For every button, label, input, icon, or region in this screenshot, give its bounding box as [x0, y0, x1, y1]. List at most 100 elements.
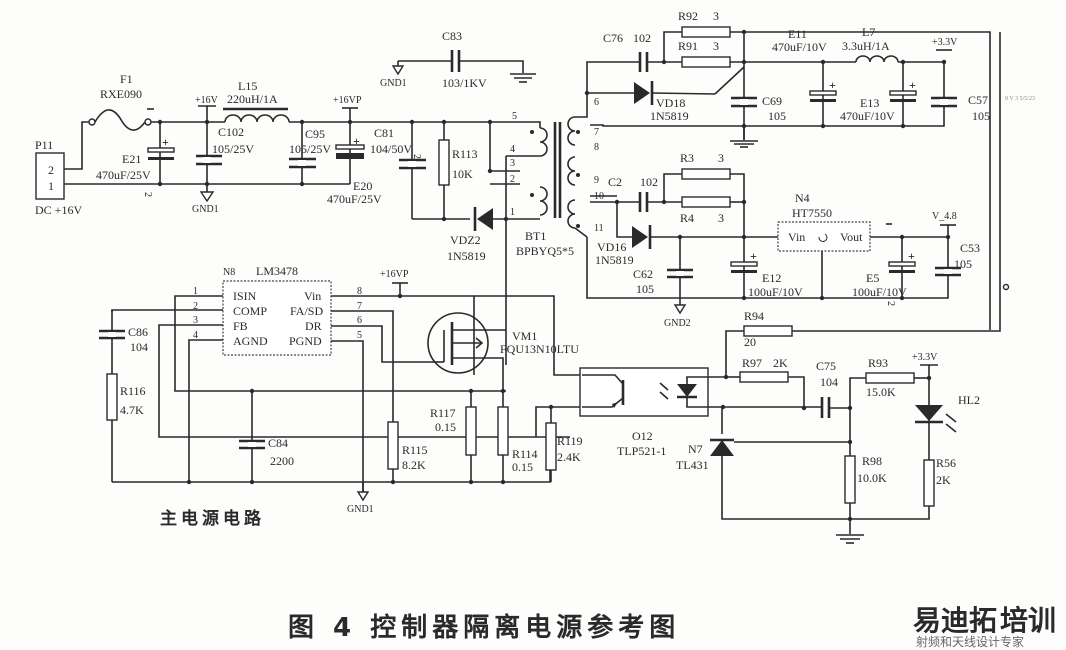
- pin2-mark: 2: [142, 192, 153, 197]
- vdz2-value: 1N5819: [447, 249, 486, 263]
- e12-value: 100uF/10V: [748, 285, 803, 299]
- c102-ref: C102: [218, 125, 244, 139]
- watermark: 易迪拓 培训 射频和天线设计专家: [913, 604, 1056, 649]
- n4-pin-out: Vout: [840, 230, 863, 244]
- vd16-ref: VD16: [597, 240, 626, 254]
- p11-pin2: 2: [48, 163, 54, 177]
- l7-ref: L7: [862, 25, 875, 39]
- r119-value: 2.4K: [557, 450, 581, 464]
- vm1-value: FQU13N10LTU: [500, 342, 579, 356]
- r98-value: 10.0K: [857, 471, 887, 485]
- inductor-l15: [224, 114, 290, 123]
- r94-ref: R94: [744, 309, 764, 323]
- e13-ref: E13: [860, 96, 879, 110]
- watermark-tagline: 射频和天线设计专家: [916, 634, 1024, 649]
- n8-pinnum-3: 3: [193, 315, 198, 326]
- net-16v: +16V: [195, 95, 219, 106]
- resistor-r98: [844, 455, 856, 504]
- vd18-ref: VD18: [656, 96, 685, 110]
- p11-label: DC +16V: [35, 203, 82, 217]
- net-3v3-b: +3.3V: [912, 352, 938, 363]
- n8-pin-agnd: AGND: [233, 334, 268, 348]
- e12-ref: E12: [762, 271, 781, 285]
- n8-value: LM3478: [256, 264, 298, 278]
- r115-value: 8.2K: [402, 458, 426, 472]
- c62-ref: C62: [633, 267, 653, 281]
- r93-value: 15.0K: [866, 385, 896, 399]
- o12-ref: O12: [632, 429, 653, 443]
- e5-ref: E5: [866, 271, 879, 285]
- resistor-r97: [739, 371, 789, 383]
- e5-value: 100uF/10V: [852, 285, 907, 299]
- n8-pinnum-5: 5: [357, 330, 362, 341]
- output-3v3-section: R92 3 R91 3 C76 102 VD18 1N5819 C69 105: [575, 9, 1035, 330]
- r91-value: 3: [713, 39, 719, 53]
- r114-ref: R114: [512, 447, 538, 461]
- n8-pin-isin: ISIN: [233, 289, 257, 303]
- l7-value: 3.3uH/1A: [842, 39, 890, 53]
- n4-pin-in: Vin: [788, 230, 805, 244]
- c53-ref: C53: [960, 241, 980, 255]
- l15-value: 220uH/1A: [227, 92, 278, 106]
- c69-value: 105: [768, 109, 786, 123]
- p11-ref: P11: [35, 138, 53, 152]
- bt1-pin5: 5: [512, 111, 517, 122]
- f1-value: RXE090: [100, 87, 142, 101]
- resistor-r91: [681, 56, 731, 68]
- bt1-pin3: 3: [510, 158, 515, 169]
- n8-pin-pgnd: PGND: [289, 334, 322, 348]
- transformer-bt1: 5 4 3 2 1 6 7 8 9 10 11 BT1 BPBYQ5*5: [487, 97, 604, 365]
- r97-ref: R97: [742, 356, 762, 370]
- c2-value: 102: [640, 175, 658, 189]
- resistor-r114: [497, 406, 509, 456]
- c2-ref: C2: [608, 175, 622, 189]
- faint-note: 9 V 3 5/5/23: [1005, 96, 1035, 102]
- r113-ref: R113: [452, 147, 478, 161]
- pin2-mark-c: 2: [885, 301, 896, 306]
- n8-pinnum-4: 4: [193, 330, 198, 341]
- r116-ref: R116: [120, 384, 146, 398]
- c86-value: 104: [130, 340, 148, 354]
- r92-ref: R92: [678, 9, 698, 23]
- vm1-ref: VM1: [512, 329, 537, 343]
- diode-vd18: [634, 82, 650, 104]
- gnd1-label-c: GND1: [347, 504, 374, 515]
- r115-ref: R115: [402, 443, 428, 457]
- e21-value: 470uF/25V: [96, 168, 151, 182]
- c81-value: 104/50V: [370, 142, 412, 156]
- bt1-pin7: 7: [594, 127, 599, 138]
- gnd1-symbol-a: [199, 191, 215, 203]
- bt1-pin2: 2: [510, 174, 515, 185]
- resistor-r56: [923, 459, 935, 507]
- f1-ref: F1: [120, 72, 133, 86]
- svg-text:+: +: [750, 249, 757, 263]
- n8-pin-vin: Vin: [304, 289, 321, 303]
- resistor-r3: [681, 168, 731, 180]
- r119-ref: R119: [557, 434, 583, 448]
- diode-vdz2: [477, 208, 493, 230]
- r4-ref: R4: [680, 211, 694, 225]
- e13-value: 470uF/10V: [840, 109, 895, 123]
- regulator-n4: [777, 221, 871, 252]
- bt1-pin1: 1: [510, 207, 515, 218]
- n7-value: TL431: [676, 458, 709, 472]
- output-4v8-section: R3 3 R4 3 C2 102 VD16 1N5819 C62 105 GND…: [574, 151, 980, 329]
- resistor-r113: [438, 139, 450, 186]
- svg-text:+: +: [829, 78, 836, 92]
- fuse-f1: [94, 109, 146, 131]
- o12-value: TLP521-1: [617, 444, 666, 458]
- n8-pinnum-6: 6: [357, 315, 362, 326]
- led-hl2: [915, 405, 943, 421]
- main-power-circuit-label: 主电源电路: [160, 508, 265, 529]
- svg-text:+: +: [908, 249, 915, 263]
- c81-ref: C81: [374, 126, 394, 140]
- r3-ref: R3: [680, 151, 694, 165]
- l15-ref: L15: [238, 79, 257, 93]
- bt1-pin8: 8: [594, 142, 599, 153]
- bt1-pin11: 11: [594, 223, 604, 234]
- c62-value: 105: [636, 282, 654, 296]
- figure-caption: 图 4 控制器隔离电源参考图: [288, 612, 680, 643]
- gnd1-label-b: GND1: [380, 78, 407, 89]
- bt1-pin4: 4: [510, 144, 515, 155]
